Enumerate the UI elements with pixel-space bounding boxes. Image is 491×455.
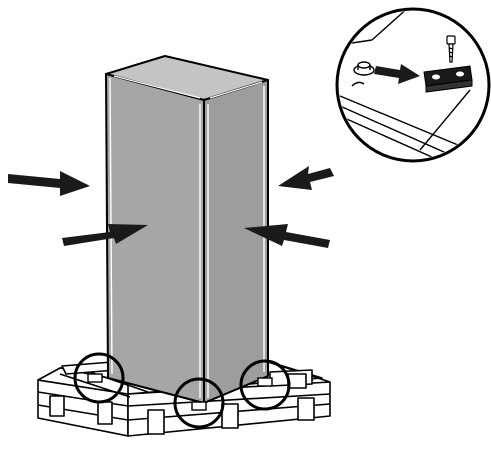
arrow-icon (244, 224, 330, 248)
bracket-location-circle (73, 352, 125, 404)
cabinet-side-face (203, 79, 269, 404)
arrow-icon (278, 166, 334, 190)
leveling-foot-icon (353, 61, 375, 76)
bracket-location-circle (173, 377, 225, 429)
arrow-icon (62, 224, 148, 246)
shipping-bracket-icon (423, 65, 473, 93)
magnified-detail-icon (335, 7, 491, 163)
bracket-location-circle (239, 359, 291, 411)
bolt-icon (446, 35, 456, 63)
arrow-icon (374, 64, 420, 84)
arrow-icon (8, 171, 90, 196)
refrigerator-cabinet-icon (105, 55, 269, 404)
